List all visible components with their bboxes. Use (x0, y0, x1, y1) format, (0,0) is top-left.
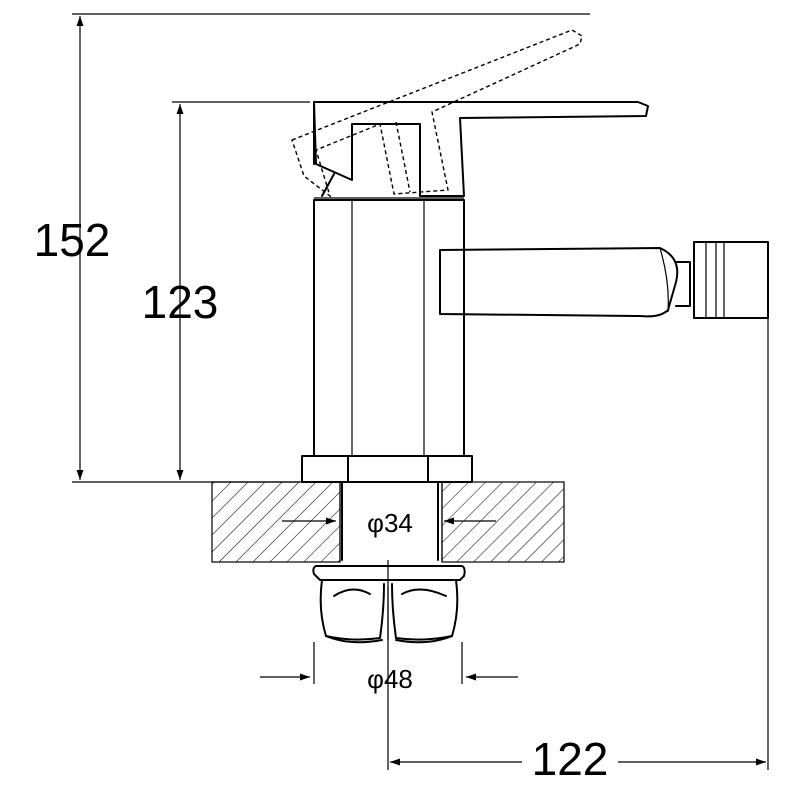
mounting-shank (341, 481, 439, 561)
dimension-label-122: 122 (532, 733, 609, 785)
base-ring (301, 455, 473, 483)
dimension-label-123: 123 (142, 276, 219, 328)
dimension-label-phi34: φ34 (367, 508, 413, 538)
dimension-hole-diameter: φ34 (282, 508, 496, 538)
dimension-label-phi48: φ48 (367, 664, 413, 694)
dimension-body-height: 123 (142, 101, 310, 480)
faucet-body (313, 197, 465, 457)
lever-handle (313, 101, 649, 197)
dimension-label-152: 152 (34, 214, 111, 266)
spout (439, 241, 769, 319)
dimension-nut-diameter: φ48 (260, 642, 518, 694)
fixing-nut (312, 565, 466, 644)
dimension-spout-reach: 122 (387, 318, 769, 785)
countertop-section (211, 481, 565, 563)
dimension-total-height: 152 (34, 13, 590, 483)
lever-handle-open-outline (291, 29, 583, 198)
